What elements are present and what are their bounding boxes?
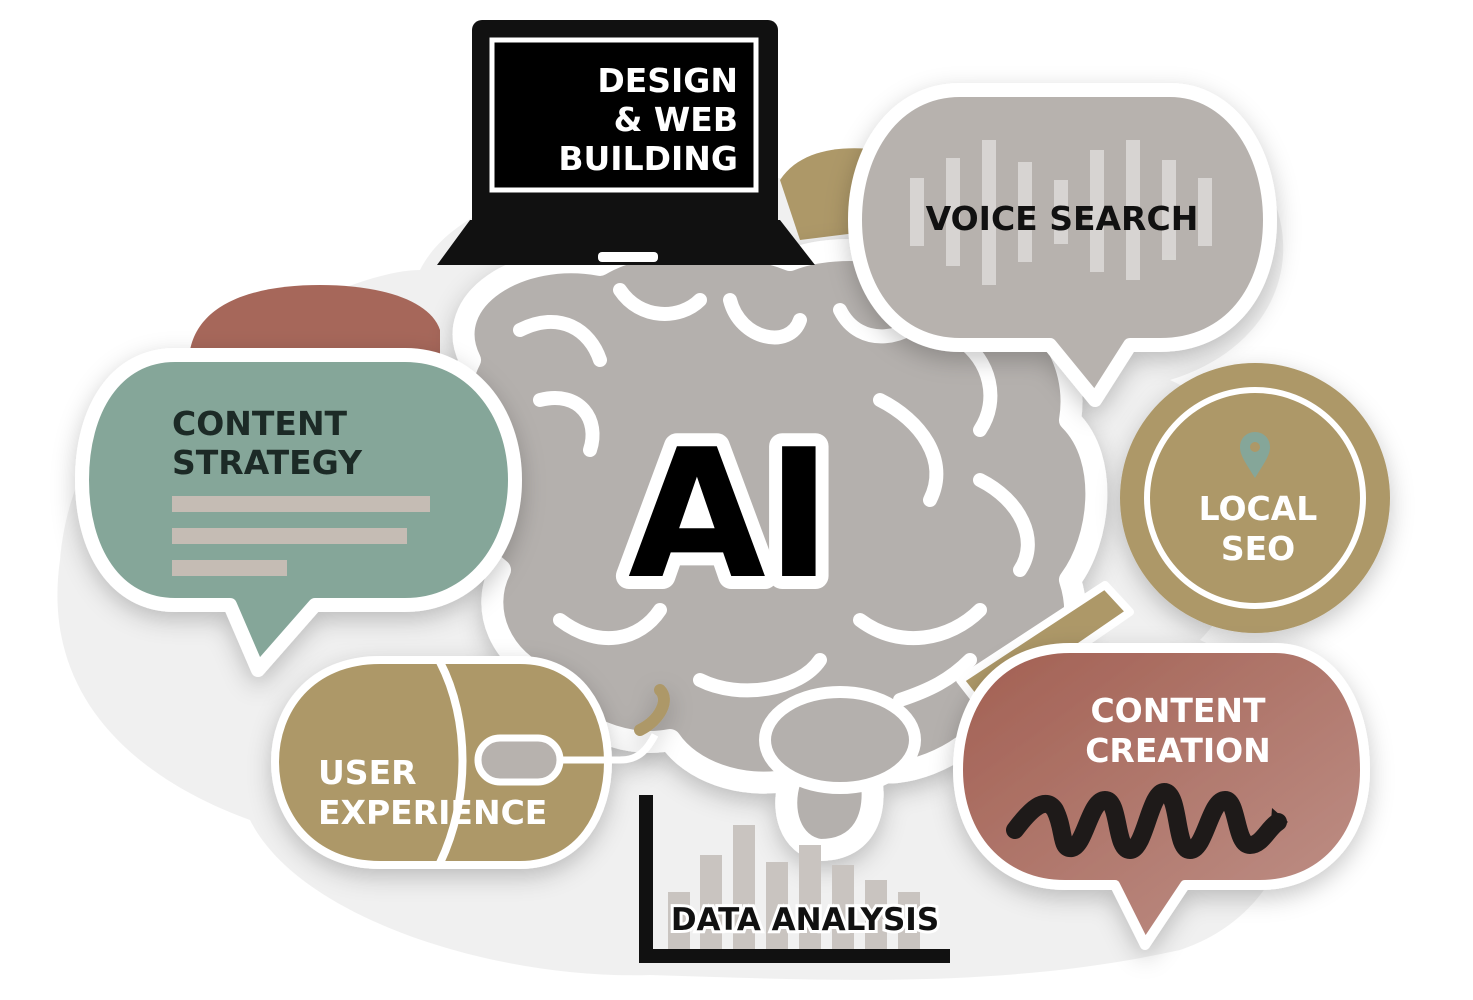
design-line1: DESIGN	[597, 61, 738, 100]
content-strategy-line2: STRATEGY	[172, 443, 363, 482]
data-analysis-label: DATA ANALYSIS	[671, 902, 939, 938]
local-seo-line1: LOCAL	[1199, 489, 1318, 528]
ai-label-group: AI	[615, 398, 845, 631]
soundwave-icon	[910, 140, 1212, 285]
mouse-icon	[270, 656, 670, 869]
user-experience-line2: EXPERIENCE	[318, 793, 547, 832]
content-creation-line2: CREATION	[1085, 731, 1271, 770]
voice-search-label: VOICE SEARCH	[926, 199, 1199, 238]
design-line3: BUILDING	[558, 139, 738, 178]
location-pin-icon	[1240, 432, 1270, 478]
ai-label: AI	[628, 411, 832, 618]
content-strategy-line1: CONTENT	[172, 404, 348, 443]
user-experience-line1: USER	[318, 753, 417, 792]
voice-search-bubble	[848, 83, 1277, 407]
content-creation-line1: CONTENT	[1090, 691, 1266, 730]
brain-icon	[448, 232, 1108, 861]
squiggle-icon	[1006, 783, 1288, 859]
design-line2: & WEB	[614, 100, 738, 139]
content-strategy-bubble	[75, 348, 522, 677]
laptop-icon: DESIGN & WEB BUILDING	[437, 20, 815, 265]
text-lines-icon	[172, 496, 430, 576]
local-seo-line2: SEO	[1221, 529, 1295, 568]
bar-chart-icon	[639, 795, 950, 963]
magnifier-icon	[956, 363, 1390, 716]
